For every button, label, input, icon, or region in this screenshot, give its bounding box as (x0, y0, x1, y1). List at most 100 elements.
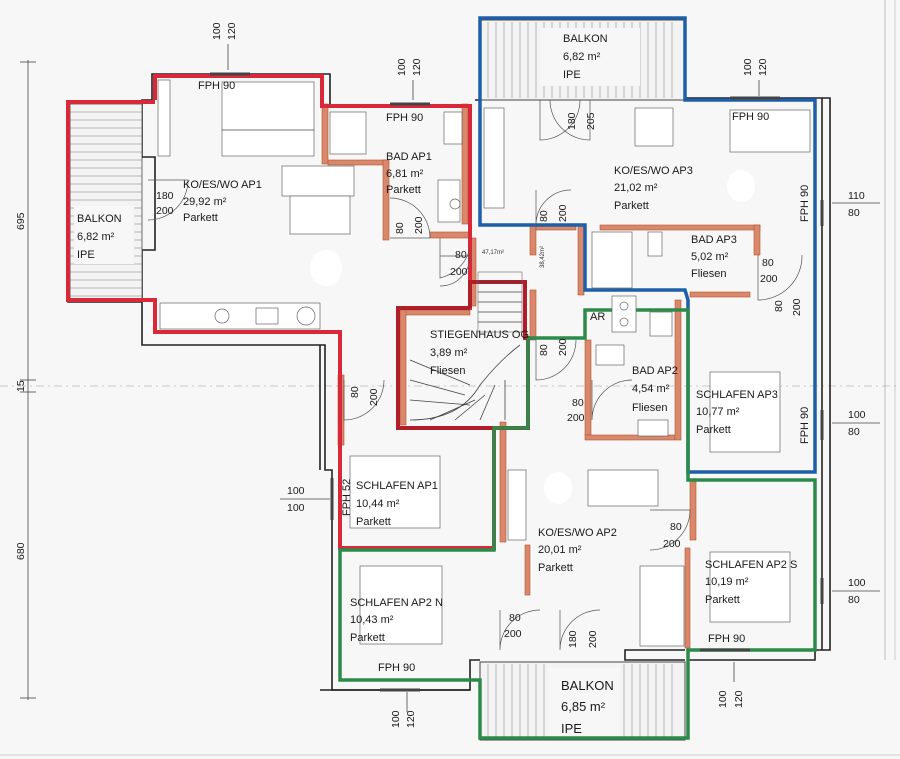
dim-180: 180 (566, 112, 578, 130)
schlafen-ap3-area: 10,77 m² (696, 406, 740, 418)
dim-200: 200 (504, 628, 522, 640)
balkon-bottom-floor: IPE (561, 721, 582, 736)
dim-100: 100 (848, 577, 866, 589)
fph52-label: FPH 52 (341, 479, 353, 516)
left-dimension-chain: 695 15 680 (15, 60, 36, 700)
dim-200: 200 (557, 338, 569, 356)
schlafen-ap1-area: 10,44 m² (356, 498, 400, 510)
dim-200: 200 (567, 412, 585, 424)
bad-ap1-name: BAD AP1 (386, 151, 432, 163)
fph90-label: FPH 90 (799, 185, 811, 222)
fph90-label: FPH 90 (708, 633, 745, 645)
balkon-bottom-area: 6,85 m² (561, 699, 606, 714)
small-area-label-2: 38,42m² (540, 246, 546, 268)
bad-ap3-floor: Fliesen (691, 268, 726, 280)
kitchen-ap1-floor: Parkett (183, 212, 218, 224)
dim-80: 80 (848, 426, 860, 438)
doors (147, 99, 803, 651)
schlafen-ap3-name: SCHLAFEN AP3 (696, 389, 778, 401)
staircase (409, 271, 523, 421)
kitchen-ap3-floor: Parkett (614, 200, 649, 212)
dim-200: 200 (791, 298, 803, 316)
dim-120: 120 (733, 690, 745, 708)
dim-200: 200 (413, 216, 425, 234)
dim-100: 100 (742, 58, 754, 76)
dim-100: 100 (390, 710, 402, 728)
schlafen-ap2n-area: 10,43 m² (350, 614, 394, 626)
schlafen-ap2s-name: SCHLAFEN AP2 S (705, 559, 797, 571)
dim-200: 200 (450, 266, 468, 278)
furniture (157, 79, 811, 647)
window-marks (210, 72, 824, 692)
dim-80: 80 (848, 207, 860, 219)
fph90-label: FPH 90 (799, 407, 811, 444)
dim-120: 120 (411, 58, 423, 76)
balkon-left-name: BALKON (77, 213, 122, 225)
stiegenhaus-name: STIEGENHAUS OG (430, 329, 529, 341)
dim-120: 120 (405, 710, 417, 728)
dim-180: 180 (156, 190, 174, 202)
dim-200: 200 (557, 204, 569, 222)
dim-80: 80 (455, 249, 467, 261)
schlafen-ap2n-floor: Parkett (350, 632, 385, 644)
balkon-top-area: 6,82 m² (563, 51, 601, 63)
dim-200: 200 (156, 205, 174, 217)
bad-ap2-name: BAD AP2 (632, 365, 678, 377)
schlafen-ap2s-floor: Parkett (705, 594, 740, 606)
room-labels: BALKON 6,82 m² IPE BALKON 6,82 m² IPE BA… (77, 33, 797, 736)
balcony-top (479, 19, 686, 101)
stiegenhaus-area: 3,89 m² (430, 347, 468, 359)
dim-100: 100 (717, 690, 729, 708)
dim-80: 80 (773, 300, 785, 312)
balkon-bottom-name: BALKON (561, 678, 614, 693)
fph90-label: FPH 90 (198, 80, 235, 92)
dim-80: 80 (762, 257, 774, 269)
schlafen-ap2n-name: SCHLAFEN AP2 N (350, 597, 443, 609)
dim-695: 695 (15, 212, 27, 230)
kitchen-ap1-area: 29,92 m² (183, 196, 227, 208)
dim-200: 200 (368, 388, 380, 406)
ar-name: AR (590, 311, 605, 323)
dim-200: 200 (663, 538, 681, 550)
bad-ap2-floor: Fliesen (632, 402, 667, 414)
balkon-top-name: BALKON (563, 33, 608, 45)
bad-ap1-area: 6,81 m² (386, 168, 424, 180)
dim-680: 680 (15, 542, 27, 560)
bad-ap3-name: BAD AP3 (691, 234, 737, 246)
dim-100: 100 (848, 409, 866, 421)
dim-200: 200 (587, 630, 599, 648)
dim-120: 120 (757, 58, 769, 76)
balkon-left-floor: IPE (77, 249, 95, 261)
fph90-label: FPH 90 (386, 112, 423, 124)
dim-80: 80 (509, 612, 521, 624)
bad-ap1-floor: Parkett (386, 184, 421, 196)
kitchen-ap3-name: KO/ES/WO AP3 (614, 165, 693, 177)
dimension-numbers: 100 120 100 120 100 120 180 205 180 200 … (156, 22, 866, 728)
dim-80: 80 (670, 521, 682, 533)
dim-80: 80 (394, 222, 406, 234)
dim-110: 110 (848, 190, 865, 202)
dim-80: 80 (572, 397, 584, 409)
dim-180: 180 (567, 630, 579, 648)
dim-100: 100 (211, 22, 223, 40)
dim-80: 80 (538, 210, 550, 222)
dim-100: 100 (287, 485, 305, 497)
kitchen-ap2-area: 20,01 m² (538, 544, 582, 556)
schlafen-ap1-floor: Parkett (356, 516, 391, 528)
dim-80: 80 (538, 344, 550, 356)
fph90-label: FPH 90 (732, 111, 769, 123)
small-area-label-1: 47,17m² (482, 250, 504, 256)
dim-80: 80 (349, 386, 361, 398)
interior-brick-walls (321, 103, 761, 649)
dim-120: 120 (226, 22, 238, 40)
schlafen-ap3-floor: Parkett (696, 424, 731, 436)
kitchen-ap2-name: KO/ES/WO AP2 (538, 527, 617, 539)
fph-labels: FPH 90 FPH 90 FPH 90 FPH 90 FPH 90 FPH 5… (198, 80, 811, 674)
dim-80: 80 (848, 594, 860, 606)
kitchen-ap2-floor: Parkett (538, 562, 573, 574)
balcony-bottom (479, 661, 686, 741)
balkon-left-area: 6,82 m² (77, 231, 115, 243)
kitchen-ap1-name: KO/ES/WO AP1 (183, 179, 262, 191)
